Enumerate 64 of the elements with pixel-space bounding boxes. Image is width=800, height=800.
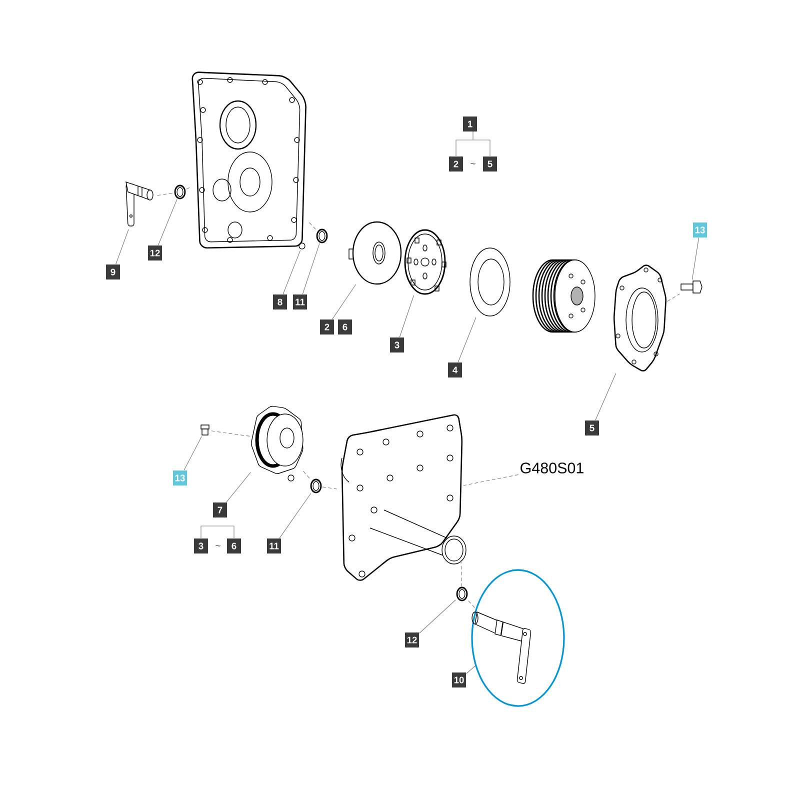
clutch-drawing <box>532 259 596 333</box>
callout-number: 13 <box>173 470 187 486</box>
leader-line <box>226 472 251 502</box>
center-line <box>322 486 337 490</box>
smallbolt-drawing <box>200 424 210 436</box>
center-line <box>460 560 462 587</box>
center-line <box>186 186 191 190</box>
callout-number: 7 <box>213 502 227 518</box>
callout-number: 13 <box>693 222 707 238</box>
ring-drawing <box>316 228 328 244</box>
ball-drawing <box>298 242 306 250</box>
disc-drawing <box>404 229 446 295</box>
tilde-sign: ~ <box>216 545 220 546</box>
hub-drawing <box>251 406 304 474</box>
leader-line <box>279 493 312 538</box>
bolt-drawing <box>680 280 702 294</box>
ring-drawing <box>310 478 322 494</box>
leader-line <box>692 238 700 280</box>
center-line <box>157 192 174 196</box>
center-line <box>303 470 310 479</box>
leader-line <box>116 229 129 264</box>
callout-number: 3 <box>194 538 208 554</box>
leader-line <box>302 243 320 294</box>
callout-number: 4 <box>448 362 462 378</box>
center-line <box>468 600 476 609</box>
center-line <box>667 294 680 302</box>
callout-number: 3 <box>390 338 404 352</box>
callout-number: 8 <box>273 294 287 310</box>
washer-drawing <box>456 586 468 602</box>
callout-number: 11 <box>293 294 307 310</box>
center-line <box>309 222 316 230</box>
callout-number: 6 <box>227 538 241 554</box>
housing-drawing <box>340 414 466 581</box>
lever2-drawing <box>472 612 532 684</box>
flange-drawing <box>614 264 666 372</box>
leader-line <box>184 436 202 470</box>
leader-line <box>419 600 456 634</box>
callout-number: 2 <box>320 320 334 334</box>
plate-drawing <box>348 221 402 285</box>
leader-line <box>282 250 301 294</box>
leader-line <box>466 665 476 674</box>
washer-drawing <box>174 184 186 200</box>
callout-number: 6 <box>338 320 352 334</box>
callout-number: 11 <box>267 538 281 554</box>
tilde-sign: ~ <box>470 163 476 164</box>
part-code: G480S01 <box>520 462 584 474</box>
leader-line <box>595 373 616 420</box>
callout-number: 5 <box>483 156 497 172</box>
center-line <box>211 430 251 437</box>
friction-drawing <box>470 248 510 316</box>
callout-number: 12 <box>148 246 162 260</box>
cover-drawing <box>192 72 306 249</box>
leader-line <box>158 199 178 246</box>
leader-line <box>458 317 476 362</box>
leader-line <box>332 284 356 320</box>
leader-line <box>399 295 414 338</box>
callout-number: 9 <box>106 264 120 280</box>
callout-number: 10 <box>452 672 466 688</box>
leader-line <box>463 474 519 486</box>
callout-number: 1 <box>463 116 477 132</box>
callout-number: 2 <box>449 156 463 172</box>
ball-drawing <box>288 474 294 482</box>
callout-number: 12 <box>405 632 419 648</box>
callout-number: 5 <box>585 420 599 436</box>
